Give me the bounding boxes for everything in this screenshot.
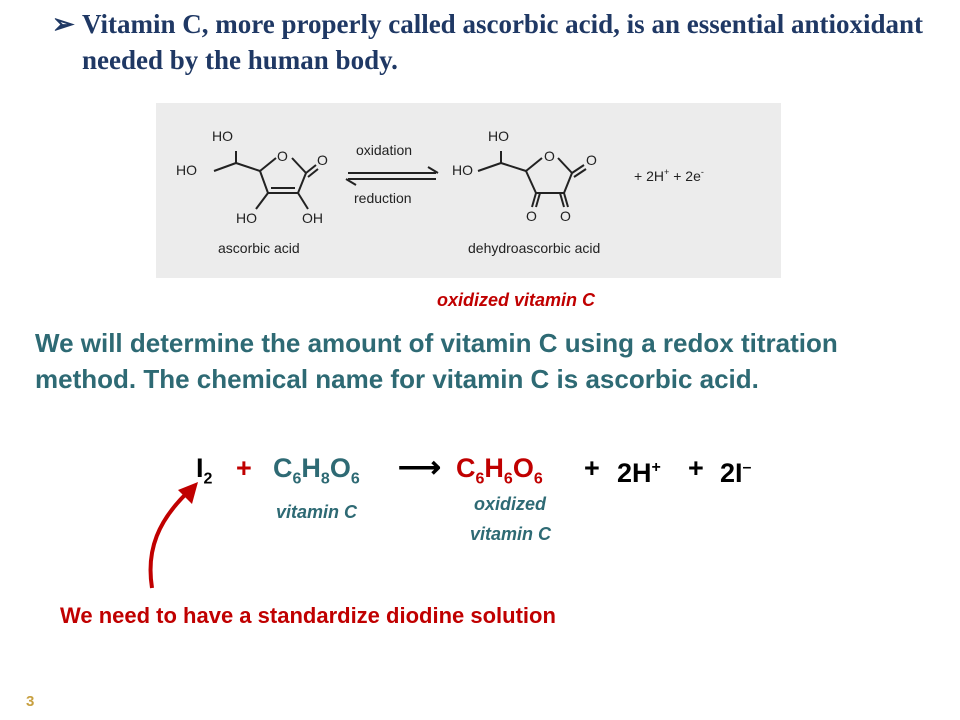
products-plus-e: + 2e — [673, 168, 701, 184]
reaction-image: HO HO O O HO OH ascorbic acid oxidation … — [156, 103, 781, 278]
right-ring-o: O — [544, 148, 555, 164]
equation-iodine: I2 — [196, 453, 213, 488]
equation-plus-b: + — [584, 453, 600, 483]
right-o-bottom-left: O — [526, 208, 537, 224]
bullet-text: Vitamin C, more properly called ascorbic… — [82, 9, 923, 75]
left-ho-bottom: HO — [236, 210, 257, 226]
right-ho-left: HO — [452, 162, 473, 178]
arrow-top-label: oxidation — [356, 142, 412, 158]
left-ho-top: HO — [212, 128, 233, 144]
method-paragraph: We will determine the amount of vitamin … — [35, 328, 838, 394]
equation-plus-a: + — [236, 453, 252, 483]
arrow-bullet-icon: ➢ — [52, 9, 75, 39]
products-text: + 2H+ + 2e- — [634, 167, 704, 184]
left-ho-left: HO — [176, 162, 197, 178]
vitamin-c-label: vitamin C — [276, 502, 358, 522]
oxidized-label-line2: vitamin C — [470, 524, 552, 544]
left-ring-o: O — [277, 148, 288, 164]
reaction-diagram: HO HO O O HO OH ascorbic acid oxidation … — [176, 128, 704, 256]
curved-arrow-icon — [148, 482, 198, 589]
equation-vitamin-c: C6H8O6 — [273, 453, 360, 488]
left-molecule-name: ascorbic acid — [218, 240, 300, 256]
right-o-bottom-right: O — [560, 208, 571, 224]
oxidized-label-line1: oxidized — [474, 494, 547, 514]
standardize-note: We need to have a standardize diodine so… — [60, 603, 556, 628]
page-number: 3 — [26, 693, 35, 710]
left-carbonyl-o: O — [317, 152, 328, 168]
right-ho-top: HO — [488, 128, 509, 144]
left-oh-bottom: OH — [302, 210, 323, 226]
products-e-charge: - — [701, 167, 704, 177]
right-molecule-name: dehydroascorbic acid — [468, 240, 600, 256]
equation-oxidized-vitamin-c: C6H6O6 — [456, 453, 543, 488]
equation-plus-c: + — [688, 453, 704, 483]
products-h-charge: + — [664, 167, 669, 177]
arrow-bottom-label: reduction — [354, 190, 412, 206]
equation-arrow: ⟶ — [398, 451, 442, 484]
right-carbonyl-o: O — [586, 152, 597, 168]
equation-iodide: 2I– — [720, 458, 752, 488]
equation-hydrogen: 2H+ — [617, 458, 661, 488]
oxidized-vitamin-c-label: oxidized vitamin C — [437, 290, 596, 310]
bullet-point: ➢ Vitamin C, more properly called ascorb… — [52, 6, 932, 78]
products-plus-h: + 2H — [634, 168, 664, 184]
